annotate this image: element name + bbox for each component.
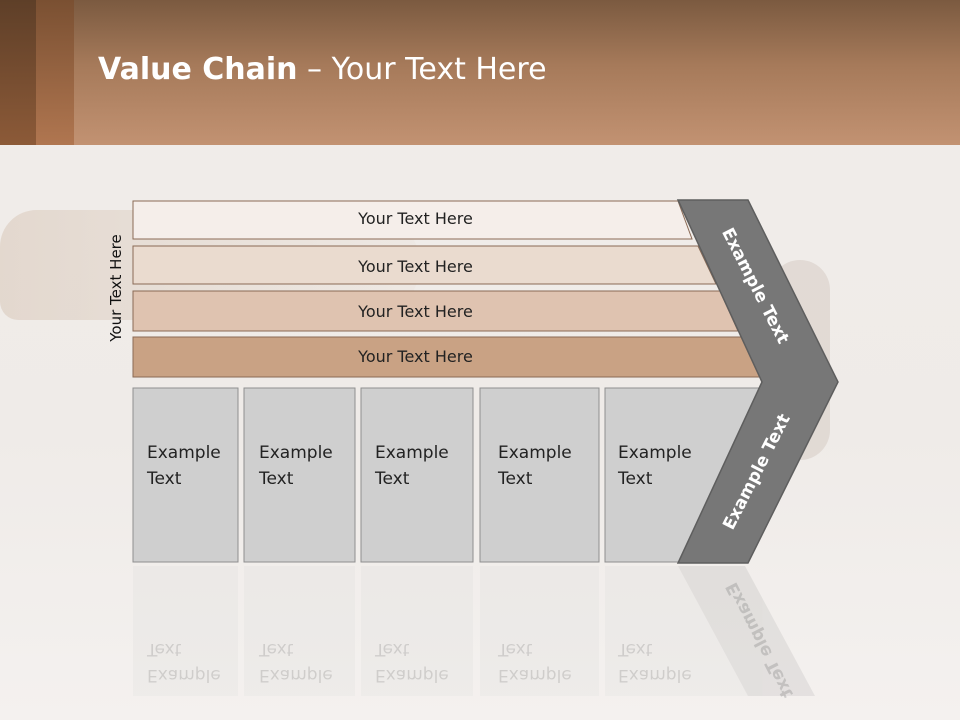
reflection (133, 566, 815, 696)
box-reflection (605, 566, 760, 696)
bar-label-3[interactable]: Your Text Here (358, 302, 473, 321)
bar-label-1[interactable]: Your Text Here (358, 209, 473, 228)
activity-box-3 (360, 387, 474, 563)
chevron-reflection (678, 566, 815, 696)
header-band: Value Chain – Your Text Here (0, 0, 960, 145)
bar-label-2[interactable]: Your Text Here (358, 257, 473, 276)
activity-box-1 (132, 387, 239, 563)
margin-chevron (676, 199, 839, 564)
slide-title[interactable]: Value Chain – Your Text Here (98, 52, 547, 87)
activity-box-2 (243, 387, 356, 563)
box-reflection (480, 566, 599, 696)
activity-box-4 (479, 387, 600, 563)
box-reflection (133, 566, 238, 696)
side-label[interactable]: Your Text Here (107, 234, 125, 342)
box-reflection (361, 566, 473, 696)
header-accent-bar (0, 0, 36, 145)
bar-label-4[interactable]: Your Text Here (358, 347, 473, 366)
box-reflection (244, 566, 355, 696)
header-accent-bar (36, 0, 74, 145)
bar-1 (132, 200, 693, 240)
